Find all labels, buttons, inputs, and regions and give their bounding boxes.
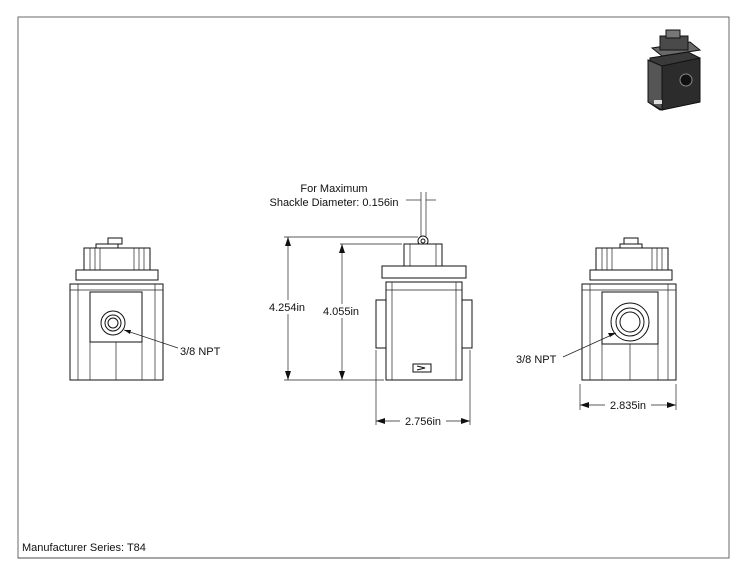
product-3d-thumbnail [647, 29, 702, 111]
center-width-dim: 2.756in [405, 416, 441, 428]
left-side-view: 3/8 NPT [69, 237, 221, 381]
shackle-note-line2: Shackle Diameter: 0.156in [269, 197, 398, 209]
manufacturer-series-label: Manufacturer Series: T84 [22, 542, 146, 554]
left-port-label: 3/8 NPT [180, 346, 221, 358]
center-front-view: For Maximum Shackle Diameter: 0.156in 4.… [265, 183, 473, 428]
right-side-view: 3/8 NPT 2.835in [516, 237, 677, 412]
height-body-dim: 4.055in [323, 306, 359, 318]
right-port-label: 3/8 NPT [516, 354, 557, 366]
shackle-note-line1: For Maximum [300, 183, 367, 195]
right-width-dim: 2.835in [610, 400, 646, 412]
height-overall-dim: 4.254in [269, 302, 305, 314]
